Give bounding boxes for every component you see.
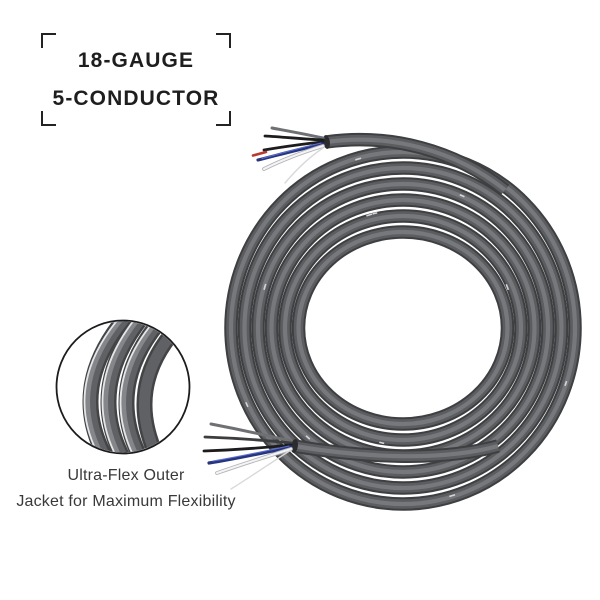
gauge-label: 18-GAUGE [77, 48, 195, 72]
inset-caption: Ultra-Flex Outer Jacket for Maximum Flex… [8, 463, 244, 515]
exposed-wires-top [251, 126, 325, 184]
cable-coil [224, 145, 582, 511]
bracket-top-right-icon [216, 33, 231, 48]
zoom-inset [55, 319, 191, 455]
bracket-bottom-left-icon [41, 111, 56, 126]
exposed-wires-bottom [202, 422, 293, 490]
caption-line-1: Ultra-Flex Outer [67, 467, 185, 484]
bracket-bottom-right-icon [216, 111, 231, 126]
spec-label-frame: 18-GAUGE 5-CONDUCTOR [41, 33, 231, 126]
cable-end-bottom [202, 422, 500, 490]
bracket-top-left-icon [41, 33, 56, 48]
conductor-label: 5-CONDUCTOR [52, 86, 220, 110]
spec-label: 18-GAUGE 5-CONDUCTOR [41, 33, 231, 126]
cable-end-top [251, 126, 510, 196]
caption-line-2: Jacket for Maximum Flexibility [16, 493, 236, 510]
